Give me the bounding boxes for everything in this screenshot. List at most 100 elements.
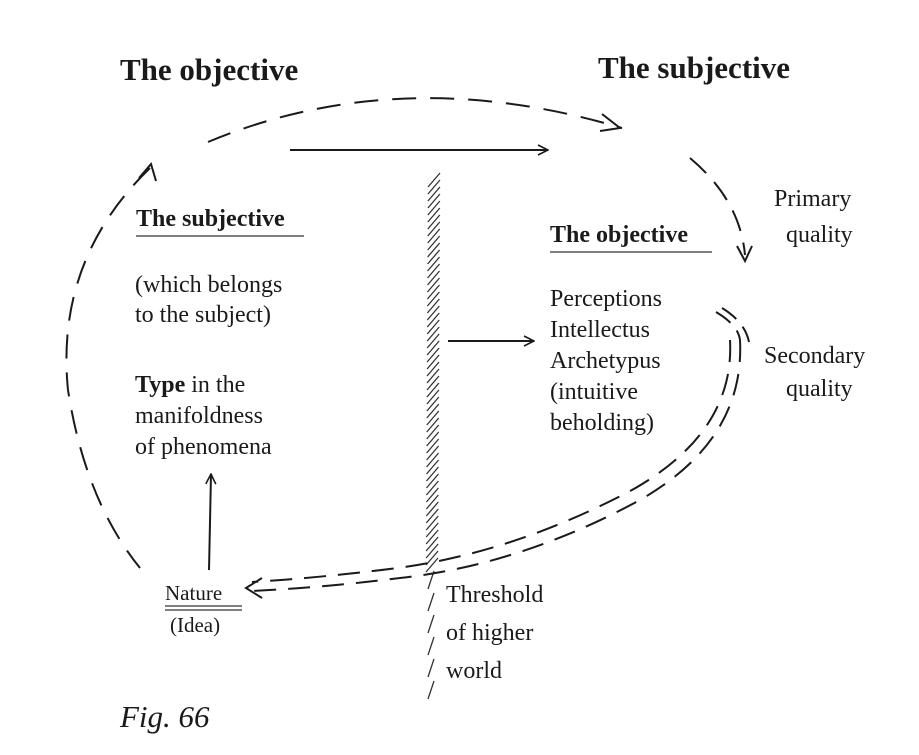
hatch-stroke [427, 270, 440, 286]
hatch-stroke [425, 466, 439, 482]
hatch-stroke [425, 550, 439, 566]
heading-objective-outer: The objective [120, 52, 298, 87]
hatch-stroke [427, 242, 441, 258]
arrow-head-top-left [138, 161, 157, 182]
hatch-stroke-lower [427, 614, 435, 634]
hatch-stroke [425, 508, 439, 524]
hatch-stroke [426, 389, 440, 405]
hatch-stroke [426, 452, 440, 468]
hatch-stroke [426, 298, 440, 314]
hatch-stroke [425, 543, 439, 559]
threshold-line3: world [446, 658, 502, 684]
hatch-stroke [426, 319, 440, 335]
hatch-stroke [425, 494, 439, 510]
left-inner-title: The subjective [136, 206, 285, 232]
hatch-stroke [425, 522, 439, 538]
hatch-stroke-lower [427, 658, 435, 678]
double-loop-outer [249, 339, 742, 592]
hatch-stroke [427, 256, 441, 272]
hatch-stroke [426, 354, 440, 370]
figure-caption: Fig. 66 [119, 699, 210, 734]
hatch-stroke [427, 221, 441, 237]
hatch-stroke [427, 235, 441, 251]
hatch-stroke [425, 480, 439, 496]
right-item-beholding: beholding) [550, 410, 654, 436]
hatch-stroke [426, 312, 440, 328]
left-inner-line4: manifoldness [135, 403, 263, 429]
left-inner-line1: (which belongs [135, 272, 282, 298]
right-inner-title: The objective [550, 222, 688, 248]
hatch-stroke [425, 487, 439, 503]
hatch-stroke-lower [427, 636, 435, 656]
type-bold-word: Type [135, 372, 186, 398]
hatch-stroke [426, 424, 440, 440]
hatch-stroke [427, 172, 441, 188]
secondary-quality-line2: quality [786, 376, 853, 402]
hatch-stroke [427, 263, 441, 279]
hatch-stroke [427, 193, 441, 209]
hatch-stroke [426, 438, 440, 454]
right-item-intellectus: Intellectus [550, 317, 650, 343]
hatch-stroke [426, 445, 440, 461]
hatch-stroke-lower [427, 592, 435, 612]
hatch-stroke [427, 249, 441, 265]
hatch-stroke [426, 333, 440, 349]
hatch-stroke [426, 410, 440, 426]
double-loop-inner [251, 339, 732, 583]
type-rest: in the [185, 372, 245, 398]
hatch-stroke [425, 473, 439, 489]
left-inner-line2: to the subject) [135, 302, 271, 328]
hatch-stroke [426, 347, 440, 363]
right-item-perceptions: Perceptions [550, 286, 662, 312]
hatch-stroke [427, 200, 441, 216]
hatch-stroke [425, 529, 439, 545]
hatch-stroke [425, 515, 439, 531]
hatch-stroke [426, 403, 440, 419]
primary-quality-line1: Primary [774, 186, 851, 212]
outer-loop-right-arc [689, 157, 746, 256]
hatch-stroke [426, 382, 440, 398]
hatch-stroke [426, 277, 440, 293]
hatch-stroke [426, 291, 440, 307]
idea-label: (Idea) [170, 613, 220, 637]
secondary-quality-line1: Secondary [764, 343, 865, 369]
left-inner-line5: of phenomena [135, 434, 272, 460]
hatch-stroke [426, 284, 440, 300]
hatch-stroke [427, 179, 441, 195]
hatch-stroke [426, 396, 440, 412]
hatch-stroke [426, 326, 440, 342]
outer-loop-top-arc [207, 97, 623, 143]
nature-up-arrow [209, 474, 211, 571]
hatch-stroke [426, 459, 440, 475]
left-inner-type-line: Type in the [135, 372, 245, 398]
threshold-line2: of higher [446, 620, 533, 646]
double-loop-upper-right [715, 307, 750, 343]
hatch-stroke [426, 431, 440, 447]
hatch-stroke [425, 536, 439, 552]
arrow-head-nature [244, 577, 263, 599]
hatch-stroke [426, 375, 440, 391]
hatch-stroke [426, 368, 440, 384]
hatch-stroke [427, 228, 441, 244]
nature-label: Nature [165, 581, 222, 605]
hatch-stroke [427, 186, 441, 202]
outer-loop-left-arc [65, 167, 151, 569]
primary-quality-line2: quality [786, 222, 853, 248]
threshold-hatched-wall [425, 172, 441, 700]
hatch-stroke [426, 417, 440, 433]
hatch-stroke [425, 501, 439, 517]
hatch-stroke [426, 361, 440, 377]
hatch-stroke [427, 214, 441, 230]
arrow-head-primary [736, 245, 753, 264]
hatch-stroke [426, 305, 440, 321]
arrow-head-top-right [599, 113, 623, 132]
right-item-intuitive: (intuitive [550, 379, 638, 405]
hatch-stroke [427, 207, 441, 223]
hatch-stroke-lower [427, 680, 435, 700]
right-item-archetypus: Archetypus [550, 348, 661, 374]
hatch-stroke [425, 557, 439, 573]
threshold-line1: Threshold [446, 582, 543, 608]
hatch-stroke [426, 340, 440, 356]
